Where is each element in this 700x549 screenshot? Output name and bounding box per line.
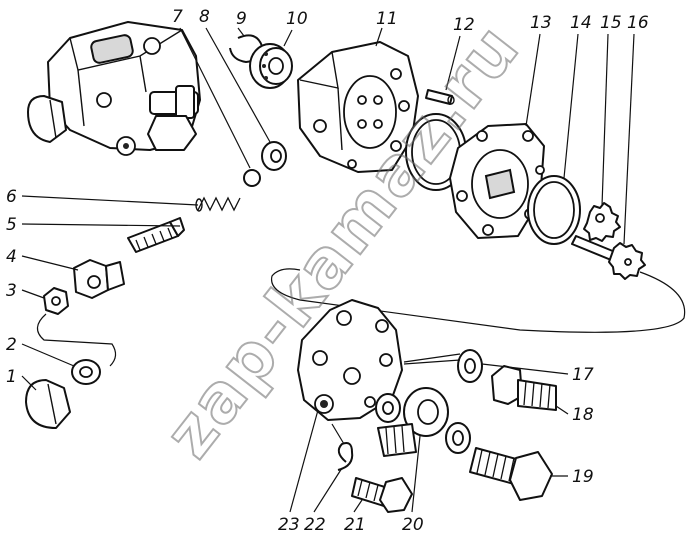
- assembled-pump: [27, 21, 201, 156]
- gear-shaft-16: [571, 235, 646, 280]
- fitting-4: [73, 259, 125, 299]
- banjo-fitting-20: [377, 387, 449, 457]
- nut-3: [43, 287, 69, 315]
- label-4: 4: [6, 247, 17, 267]
- ball-7: [243, 169, 261, 187]
- label-6: 6: [6, 187, 17, 207]
- label-10: 10: [286, 9, 308, 29]
- gasket-14: [527, 175, 581, 245]
- label-3: 3: [6, 281, 17, 301]
- label-17: 17: [572, 365, 594, 385]
- bearing-10: [249, 43, 293, 89]
- label-9: 9: [236, 9, 247, 29]
- washer-2: [71, 359, 101, 385]
- label-5: 5: [6, 215, 17, 235]
- lock-ring-22: [337, 442, 354, 471]
- washer-20-left: [375, 393, 401, 423]
- assembly-path-line-small: [36, 313, 117, 367]
- leader-lines: [21, 27, 635, 513]
- housing-11: [297, 41, 419, 173]
- label-18: 18: [572, 405, 594, 425]
- label-13: 13: [530, 13, 552, 33]
- bolt-21: [351, 477, 413, 513]
- bolt-19: [469, 447, 553, 501]
- union-18: [491, 365, 557, 411]
- assembly-path-line: [270, 268, 686, 333]
- label-11: 11: [376, 9, 398, 29]
- number-labels: 7 8 9 10 11 12 13 14 15 16 6 5 4 3 2 1 1…: [6, 7, 649, 535]
- label-19: 19: [572, 467, 594, 487]
- cap-nut-1: [25, 379, 71, 429]
- label-16: 16: [627, 13, 649, 33]
- label-20: 20: [402, 515, 424, 535]
- spring-6: [195, 196, 241, 212]
- label-12: 12: [453, 15, 475, 35]
- label-15: 15: [600, 13, 622, 33]
- plunger-5: [127, 217, 185, 253]
- label-2: 2: [6, 335, 17, 355]
- label-1: 1: [6, 367, 17, 387]
- label-21: 21: [344, 515, 366, 535]
- washer-20-right: [445, 422, 471, 454]
- washer-17: [457, 349, 483, 383]
- label-8: 8: [199, 7, 210, 27]
- label-23: 23: [278, 515, 300, 535]
- pin-12: [425, 89, 455, 105]
- label-14: 14: [570, 13, 592, 33]
- pump-body-23: [297, 299, 403, 421]
- label-22: 22: [304, 515, 326, 535]
- cover-plate-13: [449, 123, 545, 239]
- seal-8: [261, 141, 287, 171]
- gear-15: [583, 202, 621, 242]
- label-7: 7: [172, 7, 183, 27]
